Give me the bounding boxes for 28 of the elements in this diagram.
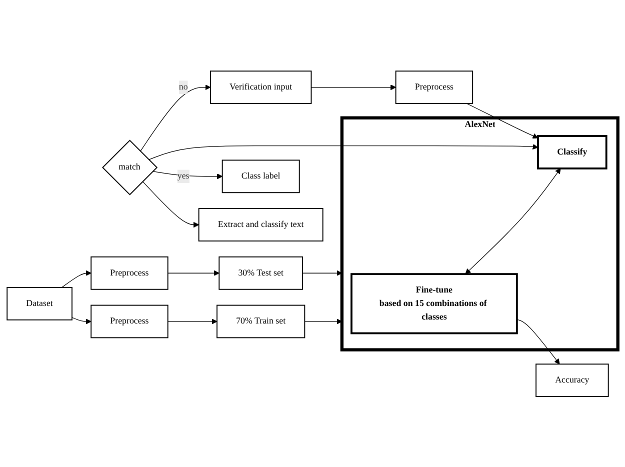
node-diamond: match	[102, 139, 158, 195]
node-box: Preprocess	[90, 304, 168, 338]
node-box: Dataset	[6, 286, 72, 320]
arrow	[304, 318, 342, 324]
arrow	[142, 180, 200, 228]
arrow	[62, 270, 92, 288]
arrow	[466, 102, 538, 138]
edge-label: no	[178, 82, 188, 92]
node-box: 70% Train set	[216, 304, 306, 338]
arrow	[140, 84, 211, 152]
node-box: Verification input	[210, 70, 312, 104]
arrow	[168, 270, 220, 276]
node-box: Accuracy	[536, 363, 609, 397]
arrow	[168, 318, 218, 324]
node-box: Extract and classify text	[198, 208, 324, 242]
arrow	[148, 144, 538, 160]
node-box: 30% Test set	[218, 256, 304, 290]
arrow	[310, 84, 396, 90]
edge-label: yes	[177, 171, 190, 181]
arrow	[72, 316, 92, 324]
arrow	[516, 319, 560, 364]
node-box: Class label	[222, 159, 300, 193]
arrow	[302, 270, 342, 276]
node-box: Preprocess	[90, 256, 168, 290]
node-box: Preprocess	[395, 70, 474, 104]
arrow	[465, 168, 561, 274]
node-box: Classify	[537, 134, 608, 170]
node-box: Fine-tune based on 15 combinations of classes	[350, 272, 518, 334]
